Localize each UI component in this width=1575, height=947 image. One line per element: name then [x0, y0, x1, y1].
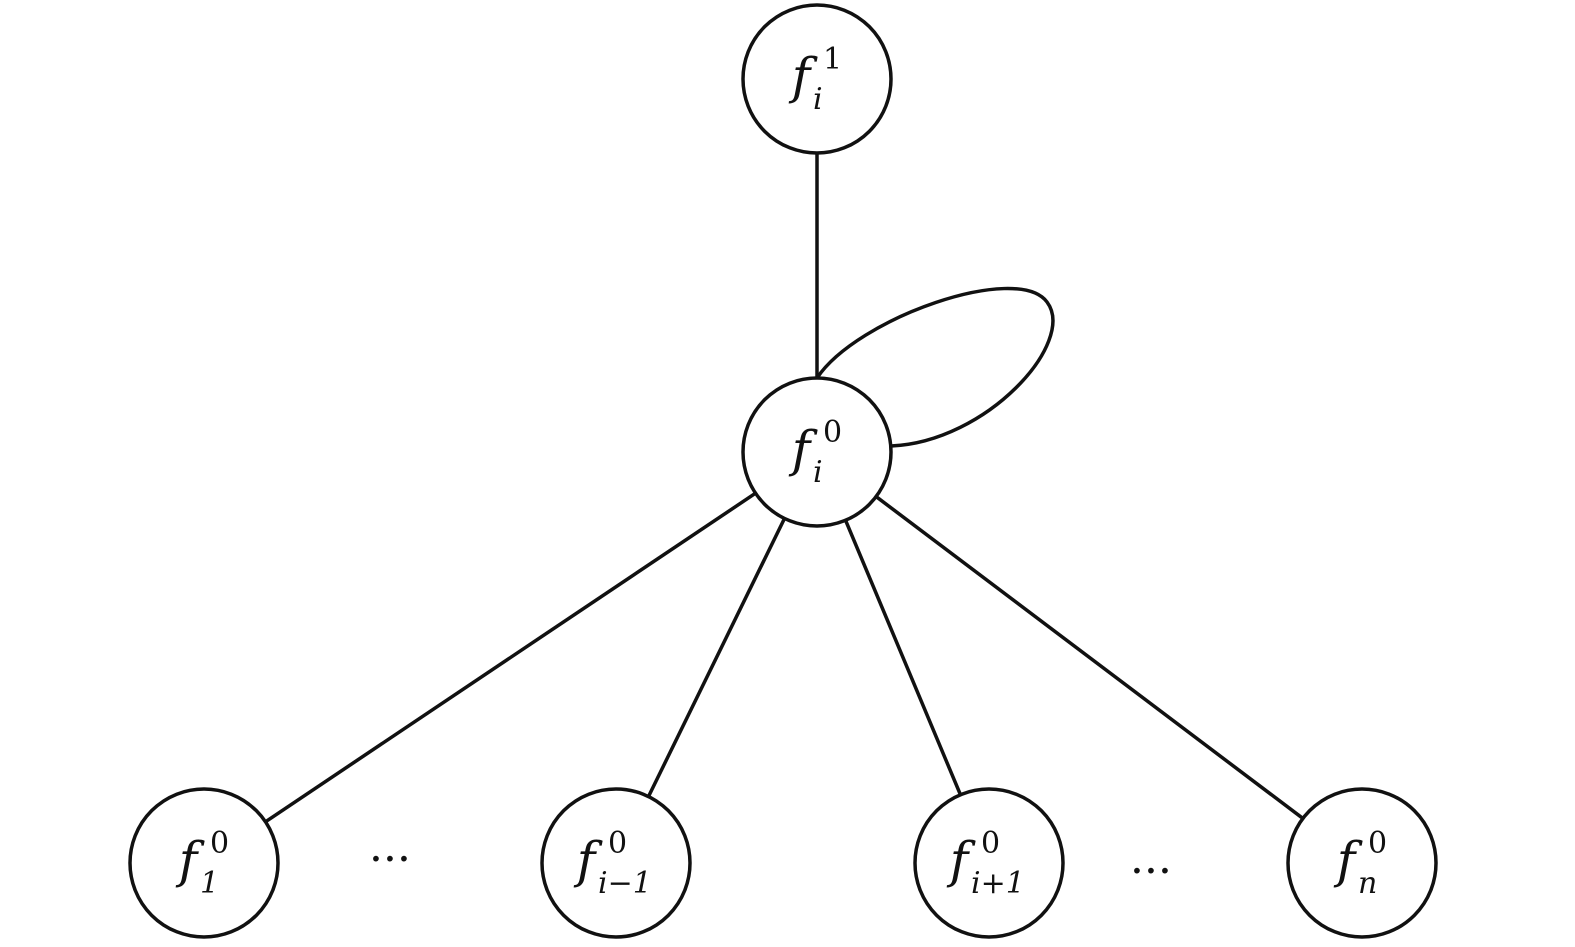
edge-center-n1 [264, 491, 757, 824]
node-circle [1286, 787, 1438, 939]
node-label-superscript: 0 [1368, 826, 1387, 861]
self-loops-layer [815, 286, 1055, 448]
node-circle [741, 3, 893, 155]
node-circle [741, 376, 893, 528]
ellipsis-n1-nim1: ··· [369, 834, 411, 885]
edge-center-nn [875, 495, 1304, 820]
node-circle [128, 787, 280, 939]
node-label-superscript: 0 [981, 826, 1000, 861]
node-label-superscript: 0 [823, 415, 842, 450]
node-label-subscript: i+1 [971, 866, 1025, 901]
edges-layer [264, 153, 1304, 824]
node-label-superscript: 0 [210, 826, 229, 861]
node-label-subscript: i [813, 455, 823, 490]
node-label-superscript: 0 [608, 826, 627, 861]
node-label-subscript: 1 [200, 866, 219, 901]
node-label-superscript: 1 [823, 42, 842, 77]
self-loop-center [815, 286, 1055, 448]
edge-center-nim1 [646, 517, 787, 798]
ellipsis-layer: ··· ··· [369, 834, 1172, 897]
node-label-subscript: n [1358, 866, 1377, 901]
ellipsis-nip1-nn: ··· [1130, 846, 1172, 897]
node-label-subscript: i−1 [598, 866, 652, 901]
edge-center-nip1 [843, 519, 963, 796]
node-circle [913, 787, 1065, 939]
node-label-subscript: i [813, 82, 823, 117]
node-circle [540, 787, 692, 939]
